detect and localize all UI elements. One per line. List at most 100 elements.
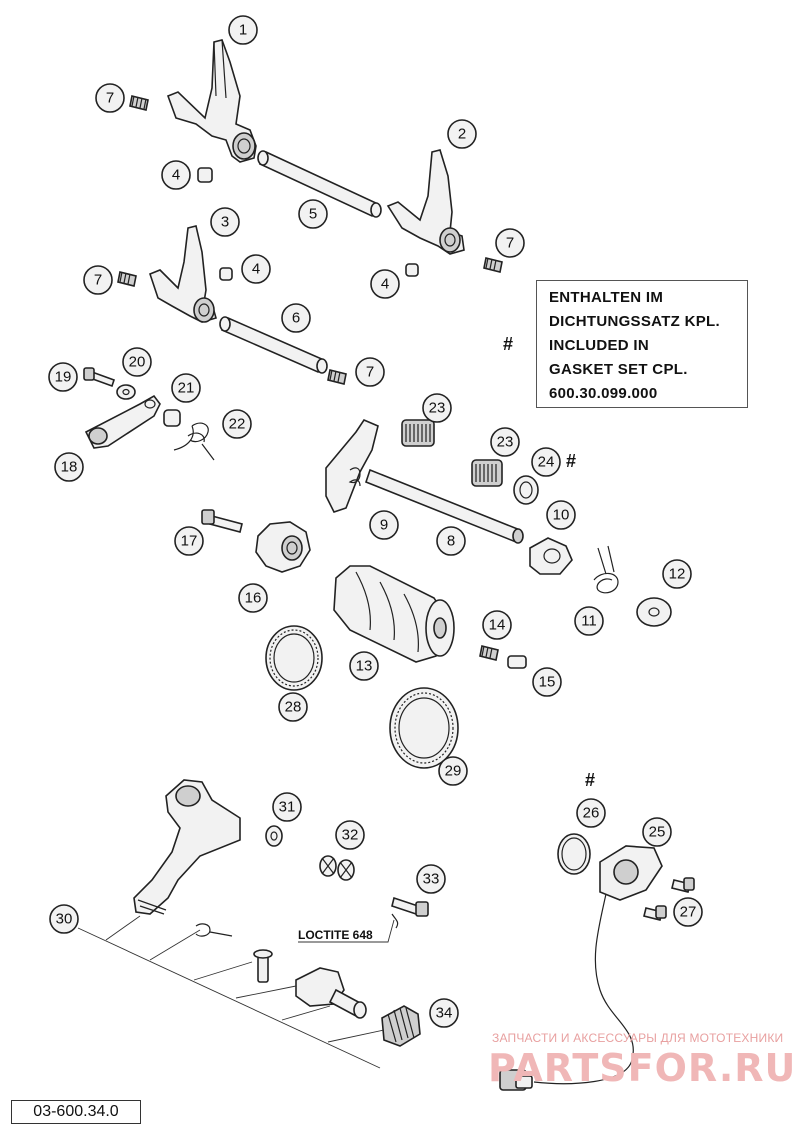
callout-2: 2 [447,119,477,149]
note-line-5: 600.30.099.000 [549,385,658,402]
washer-31 [265,825,283,847]
callout-7c-label: 7 [94,272,102,289]
callout-12: 12 [662,559,692,589]
callout-28: 28 [278,692,308,722]
hash-mark-24: # [566,451,577,471]
needle-bearing-23a [401,419,435,447]
callout-11: 11 [574,606,604,636]
note-line-3: INCLUDED IN [549,337,649,354]
callout-23b: 23 [490,427,520,457]
callout-22: 22 [222,409,252,439]
pedal-tip-holder [295,967,367,1019]
callout-8: 8 [436,526,466,556]
callout-7d: 7 [355,357,385,387]
callout-6-label: 6 [292,310,300,327]
callout-14-label: 14 [489,617,506,634]
callout-25: 25 [642,817,672,847]
callout-20: 20 [122,347,152,377]
note-line-2: DICHTUNGSSATZ KPL. [549,313,720,330]
screws-27 [643,877,695,921]
shift-lever-18 [84,394,161,449]
callout-19-label: 19 [55,369,72,386]
callout-33-label: 33 [423,871,440,888]
callout-15: 15 [532,667,562,697]
callout-29: 29 [438,756,468,786]
callout-5: 5 [298,199,328,229]
loctite-leader [298,919,395,943]
detent-spring-7b [483,257,503,273]
lock-washers-32 [319,855,355,881]
callout-6: 6 [281,303,311,333]
shift-star-16 [255,521,311,573]
callout-33: 33 [416,864,446,894]
callout-7a-label: 7 [106,90,114,107]
callout-27-label: 27 [680,904,697,921]
gear-sensor-25 [533,845,663,1085]
callout-28-label: 28 [285,699,302,716]
callout-25-label: 25 [649,824,666,841]
callout-16: 16 [238,583,268,613]
callout-13-label: 13 [356,658,373,675]
callout-23a-label: 23 [429,400,446,417]
shift-rail-6 [219,316,328,374]
callout-21: 21 [171,373,201,403]
callout-9: 9 [369,510,399,540]
spring-14 [479,645,499,661]
callout-7b-label: 7 [506,235,514,252]
roller-21 [163,409,181,427]
needle-bearing-23b [471,459,503,487]
callout-18: 18 [54,452,84,482]
callout-7d-label: 7 [366,364,374,381]
callout-21-label: 21 [178,380,195,397]
shift-fork-3 [149,225,217,323]
note-line-4: GASKET SET CPL. [549,361,688,378]
bearing-29 [389,687,459,769]
callout-4b: 4 [241,254,271,284]
detent-spring-7d [327,369,347,385]
callout-31: 31 [272,792,302,822]
fork-roller-4a [197,167,213,183]
callout-12-label: 12 [669,566,686,583]
washer-20 [116,384,136,400]
shift-shaft-8 [325,419,524,544]
callout-11-label: 11 [581,613,597,630]
callout-4a: 4 [161,160,191,190]
callout-2-label: 2 [458,126,466,143]
bolt-33 [391,896,429,929]
loctite-label: LOCTITE 648 [298,928,373,942]
connector [499,1069,533,1091]
callout-17: 17 [174,526,204,556]
callout-10-label: 10 [553,507,570,524]
callout-7c: 7 [83,265,113,295]
callout-22-label: 22 [229,416,246,433]
fork-roller-4c [219,267,233,281]
callout-30-label: 30 [56,911,73,928]
shift-fork-1 [166,39,257,163]
bolt-19 [83,367,116,388]
watermark-brand: PARTSFOR.RU [488,1046,797,1090]
guide-10 [529,537,573,575]
callout-19: 19 [48,362,78,392]
callout-7a: 7 [95,83,125,113]
callout-32: 32 [335,820,365,850]
shift-fork-2 [386,149,465,255]
gasket-set-note: ENTHALTEN IM DICHTUNGSSATZ KPL. INCLUDED… [536,280,748,408]
rubber-34 [381,1005,421,1047]
callout-20-label: 20 [129,354,146,371]
callout-3: 3 [210,207,240,237]
shift-rail-5 [257,150,382,218]
callout-10: 10 [546,500,576,530]
callout-7b: 7 [495,228,525,258]
callout-17-label: 17 [181,533,198,550]
hash-mark-26: # [585,770,596,790]
callout-4c-label: 4 [381,276,389,293]
bearing-28 [265,625,323,691]
callout-27: 27 [673,897,703,927]
note-line-1: ENTHALTEN IM [549,289,664,306]
note-marker: # [503,334,514,354]
callout-15-label: 15 [539,674,556,691]
callout-4b-label: 4 [252,261,260,278]
callout-1: 1 [228,15,258,45]
pedal-assembly-leaders [77,915,385,1069]
